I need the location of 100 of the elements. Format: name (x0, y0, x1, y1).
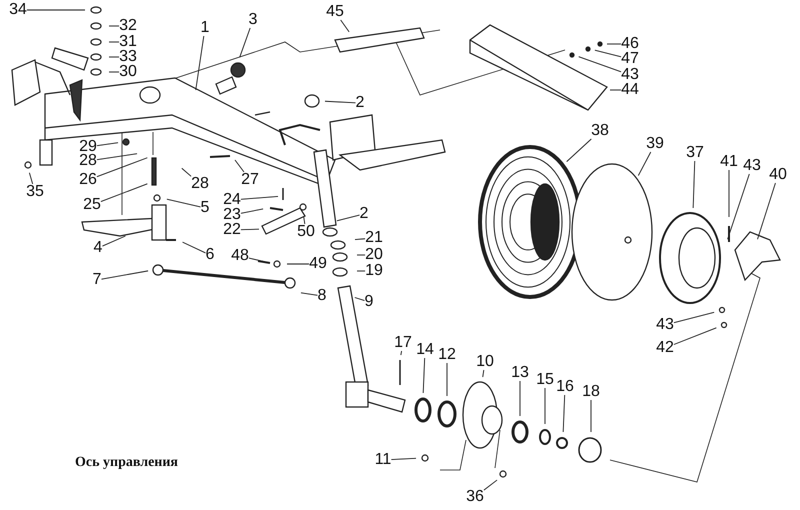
leader-line (727, 174, 750, 240)
leader-line (692, 160, 696, 208)
callout-number: 43 (743, 158, 761, 174)
callout-number: 22 (223, 222, 241, 238)
leader-line (181, 168, 192, 177)
callout-number: 49 (309, 256, 327, 272)
leader-line (638, 152, 652, 176)
callout-number: 36 (466, 489, 484, 505)
callout-number: 39 (646, 136, 664, 152)
callout-number: 28 (191, 176, 209, 192)
callout-number: 9 (364, 294, 374, 310)
leader-line (300, 292, 318, 296)
callout-number: 47 (621, 51, 639, 67)
callout-number: 48 (231, 248, 249, 264)
callout-number: 33 (119, 49, 137, 65)
leader-line (356, 270, 366, 272)
leader-line (101, 270, 149, 280)
leader-line (673, 312, 715, 324)
callout-number: 4 (94, 240, 102, 256)
leader-line (248, 258, 266, 262)
callout-number: 27 (241, 172, 259, 188)
callout-number: 43 (621, 67, 639, 83)
leader-line (195, 36, 204, 90)
leader-line (483, 480, 498, 491)
leader-line (482, 370, 484, 378)
leader-line (728, 170, 730, 218)
callout-number: 15 (536, 372, 554, 388)
callout-number: 43 (656, 317, 674, 333)
leader-line (578, 56, 622, 72)
callout-number: 23 (223, 207, 241, 223)
callout-number: 2 (360, 206, 368, 222)
callout-number: 2 (356, 95, 364, 111)
callout-number: 35 (26, 184, 44, 200)
leader-line (28, 172, 34, 184)
leader-line (240, 196, 278, 200)
leader-line (590, 400, 592, 432)
leader-line (239, 28, 251, 58)
leader-line (354, 297, 365, 302)
leader-line (390, 458, 416, 460)
callout-number: 32 (119, 18, 137, 34)
leader-line (356, 254, 366, 256)
leader-line (446, 362, 448, 396)
leader-line (100, 183, 148, 202)
callout-number: 1 (200, 20, 210, 36)
leader-line (400, 350, 402, 356)
callout-number: 13 (511, 365, 529, 381)
callout-number: 10 (476, 354, 494, 370)
callout-number: 40 (769, 167, 787, 183)
callout-number: 31 (119, 34, 137, 50)
leader-line (108, 56, 120, 58)
callout-number: 14 (416, 342, 434, 358)
callout-number: 44 (621, 82, 639, 98)
callout-number: 37 (686, 145, 704, 161)
callout-number: 50 (297, 224, 315, 240)
leader-line (240, 228, 260, 230)
callout-number: 8 (318, 288, 326, 304)
callout-number: 21 (365, 230, 383, 246)
leader-line (594, 50, 622, 58)
leader-line (96, 142, 118, 146)
leader-line (566, 138, 592, 162)
leader-line (673, 327, 717, 345)
callout-number: 26 (79, 172, 97, 188)
leader-line (422, 358, 426, 394)
callout-number: 11 (374, 452, 392, 468)
leader-line (324, 100, 356, 104)
callout-number: 18 (582, 384, 600, 400)
callout-number: 45 (326, 4, 344, 20)
leader-line (182, 242, 206, 254)
callout-number: 29 (79, 139, 97, 155)
callout-number: 5 (200, 200, 210, 216)
callout-number: 24 (223, 192, 241, 208)
callout-number: 12 (438, 347, 456, 363)
leader-line (340, 20, 350, 32)
callout-number: 41 (720, 154, 738, 170)
callout-number: 16 (556, 379, 574, 395)
callout-number: 38 (591, 123, 609, 139)
callout-number: 28 (79, 153, 97, 169)
callout-number: 42 (656, 340, 674, 356)
diagram-caption: Ось управления (75, 455, 178, 471)
callout-number: 30 (119, 64, 137, 80)
callout-number: 19 (365, 263, 383, 279)
leader-line (240, 208, 264, 214)
leader-line (544, 388, 546, 424)
leader-line (336, 214, 360, 222)
leader-line (757, 182, 776, 240)
callout-number: 34 (9, 2, 27, 18)
leader-line (354, 238, 366, 240)
callout-number: 20 (365, 247, 383, 263)
leader-line (96, 157, 148, 178)
leader-line (102, 236, 126, 246)
leader-line (166, 198, 201, 208)
leader-line (234, 160, 244, 172)
callout-number: 46 (621, 36, 639, 52)
callout-number: 25 (83, 197, 101, 213)
callout-number: 3 (248, 12, 258, 28)
leader-line (303, 216, 306, 224)
leader-line (96, 153, 138, 160)
callout-number: 17 (394, 335, 412, 351)
callout-number: 7 (92, 272, 102, 288)
callout-number: 6 (206, 247, 214, 263)
